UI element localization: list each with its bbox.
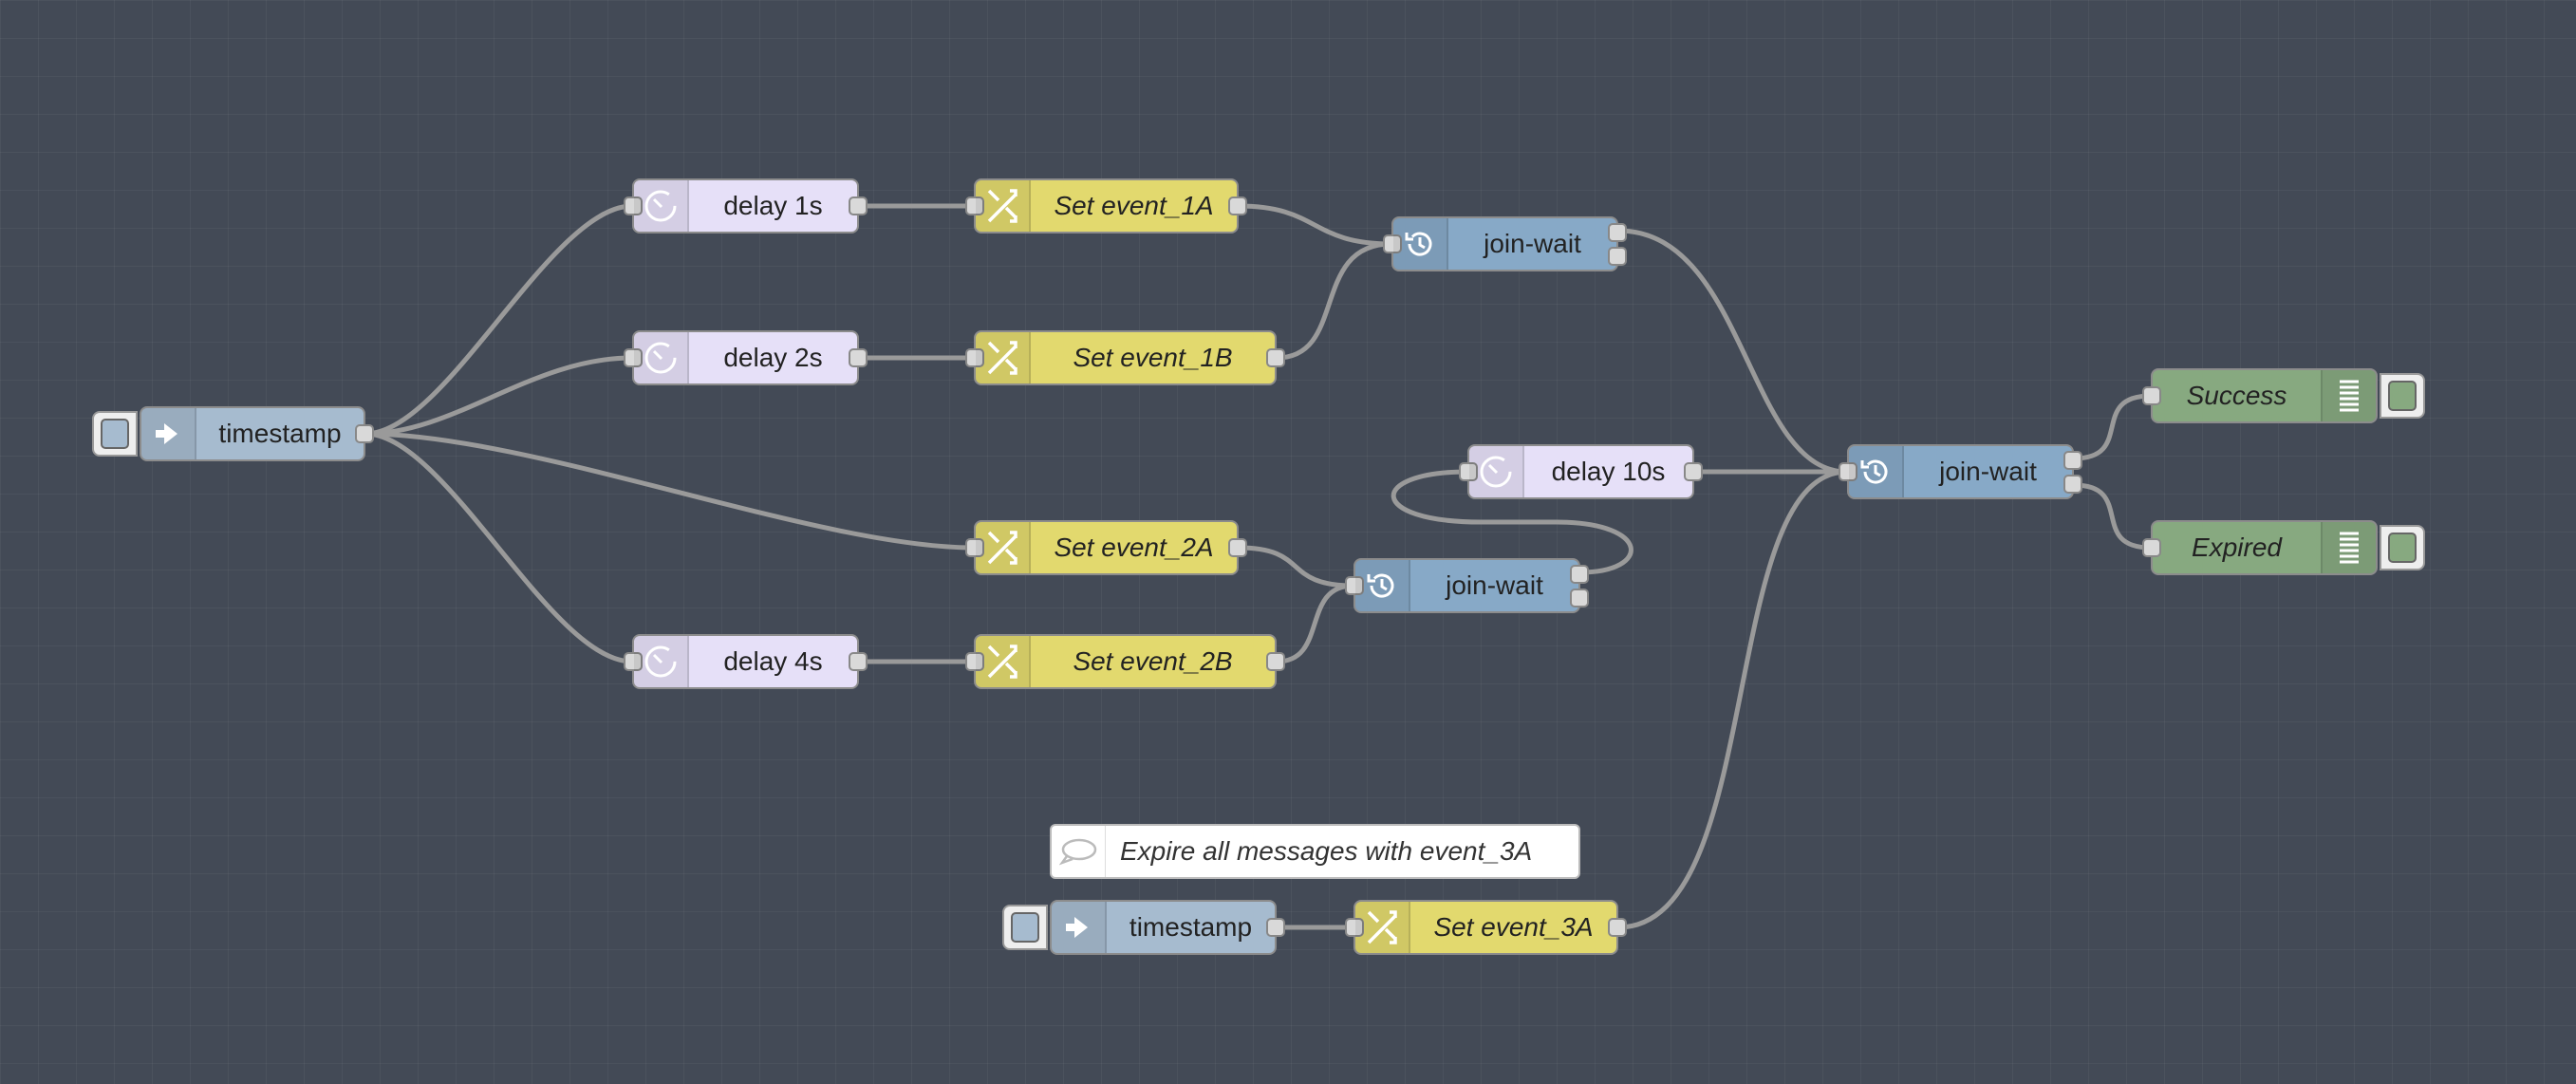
input-port[interactable] — [965, 348, 984, 367]
node-label: join-wait — [1939, 457, 2037, 486]
node-label: delay 10s — [1551, 457, 1666, 486]
input-port[interactable] — [1345, 918, 1364, 937]
input-port[interactable] — [965, 196, 984, 215]
wire-8[interactable] — [1238, 203, 1392, 247]
node-label: timestamp — [1129, 912, 1253, 942]
change-node-event-1b[interactable]: Set event_1B — [965, 330, 1285, 385]
change-node-event-3a[interactable]: Set event_3A — [1345, 900, 1627, 955]
wire-15[interactable] — [1617, 469, 1848, 930]
arrow-in-icon — [141, 408, 196, 459]
history-icon — [1393, 218, 1448, 270]
shuffle-icon — [976, 180, 1031, 232]
change-node-event-1a[interactable]: Set event_1A — [965, 178, 1247, 234]
timer-icon — [1469, 446, 1524, 497]
node-label: Set event_3A — [1433, 912, 1594, 942]
timer-icon — [634, 332, 689, 383]
inject-trigger-button[interactable] — [1002, 905, 1048, 950]
join-wait-node-1[interactable]: join-wait — [1383, 216, 1627, 271]
shuffle-icon — [976, 332, 1031, 383]
wire-4[interactable] — [364, 431, 633, 664]
output-port[interactable] — [1266, 652, 1285, 671]
list-icon — [2321, 522, 2376, 573]
change-node-event-2b[interactable]: Set event_2B — [965, 634, 1285, 689]
node-label: timestamp — [218, 419, 342, 448]
node-label: Set event_2B — [1073, 646, 1233, 676]
debug-node-success[interactable]: Success — [2142, 368, 2425, 423]
output-port-2[interactable] — [1570, 589, 1589, 607]
input-port[interactable] — [624, 652, 643, 671]
node-label: Success — [2186, 381, 2287, 410]
node-label: Set event_1B — [1073, 343, 1233, 372]
list-icon — [2321, 370, 2376, 421]
node-label: delay 2s — [723, 343, 823, 372]
input-port[interactable] — [1345, 576, 1364, 595]
wire-2[interactable] — [364, 355, 633, 437]
comment-text: Expire all messages with event_3A — [1120, 836, 1533, 866]
delay-node-2s[interactable]: delay 2s — [624, 330, 868, 385]
node-label: join-wait — [1484, 229, 1581, 258]
wire-10[interactable] — [1238, 545, 1354, 589]
output-port-2[interactable] — [1608, 247, 1627, 266]
wire-3[interactable] — [364, 431, 975, 551]
history-icon — [1849, 446, 1904, 497]
input-port[interactable] — [2142, 386, 2161, 405]
comment-node[interactable]: Expire all messages with event_3A — [1050, 824, 1580, 879]
output-port-2[interactable] — [2063, 475, 2082, 494]
input-port[interactable] — [624, 196, 643, 215]
inject-node-timestamp-2[interactable]: timestamp — [1002, 900, 1285, 955]
node-label: join-wait — [1446, 570, 1543, 600]
output-port[interactable] — [849, 652, 868, 671]
output-port[interactable] — [1228, 538, 1247, 557]
shuffle-icon — [976, 522, 1031, 573]
timer-icon — [634, 180, 689, 232]
inject-node-timestamp[interactable]: timestamp — [92, 406, 374, 461]
node-label: delay 4s — [723, 646, 823, 676]
wire-1[interactable] — [364, 203, 633, 437]
output-port[interactable] — [1266, 918, 1285, 937]
input-port[interactable] — [1459, 462, 1478, 481]
node-label: Set event_1A — [1054, 191, 1214, 220]
output-port[interactable] — [1608, 918, 1627, 937]
node-label: delay 1s — [723, 191, 823, 220]
output-port[interactable] — [849, 196, 868, 215]
change-node-event-2a[interactable]: Set event_2A — [965, 520, 1247, 575]
output-port[interactable] — [355, 424, 374, 443]
history-icon — [1355, 560, 1410, 611]
inject-trigger-button[interactable] — [92, 411, 138, 457]
wire-11[interactable] — [1276, 583, 1354, 664]
wire-9[interactable] — [1276, 241, 1392, 361]
input-port[interactable] — [624, 348, 643, 367]
input-port[interactable] — [1839, 462, 1857, 481]
node-label: Set event_2A — [1054, 533, 1214, 562]
output-port-1[interactable] — [1608, 223, 1627, 242]
timer-icon — [634, 636, 689, 687]
arrow-in-icon — [1052, 902, 1107, 953]
join-wait-node-3[interactable]: join-wait — [1839, 444, 2082, 499]
output-port[interactable] — [1684, 462, 1703, 481]
delay-node-4s[interactable]: delay 4s — [624, 634, 868, 689]
input-port[interactable] — [965, 652, 984, 671]
shuffle-icon — [1355, 902, 1410, 953]
node-label: Expired — [2192, 533, 2282, 562]
output-port-1[interactable] — [2063, 451, 2082, 470]
debug-toggle-button[interactable] — [2380, 373, 2425, 419]
input-port[interactable] — [2142, 538, 2161, 557]
wire-12[interactable] — [1617, 228, 1848, 475]
delay-node-10s[interactable]: delay 10s — [1459, 444, 1703, 499]
wire-17[interactable] — [2073, 393, 2152, 461]
join-wait-node-2[interactable]: join-wait — [1345, 558, 1589, 613]
debug-node-expired[interactable]: Expired — [2142, 520, 2425, 575]
debug-toggle-button[interactable] — [2380, 525, 2425, 570]
shuffle-icon — [976, 636, 1031, 687]
input-port[interactable] — [1383, 234, 1402, 253]
output-port[interactable] — [849, 348, 868, 367]
wire-18[interactable] — [2073, 482, 2152, 551]
speech-bubble-icon — [1052, 826, 1106, 877]
output-port[interactable] — [1228, 196, 1247, 215]
output-port[interactable] — [1266, 348, 1285, 367]
input-port[interactable] — [965, 538, 984, 557]
output-port-1[interactable] — [1570, 565, 1589, 584]
delay-node-1s[interactable]: delay 1s — [624, 178, 868, 234]
